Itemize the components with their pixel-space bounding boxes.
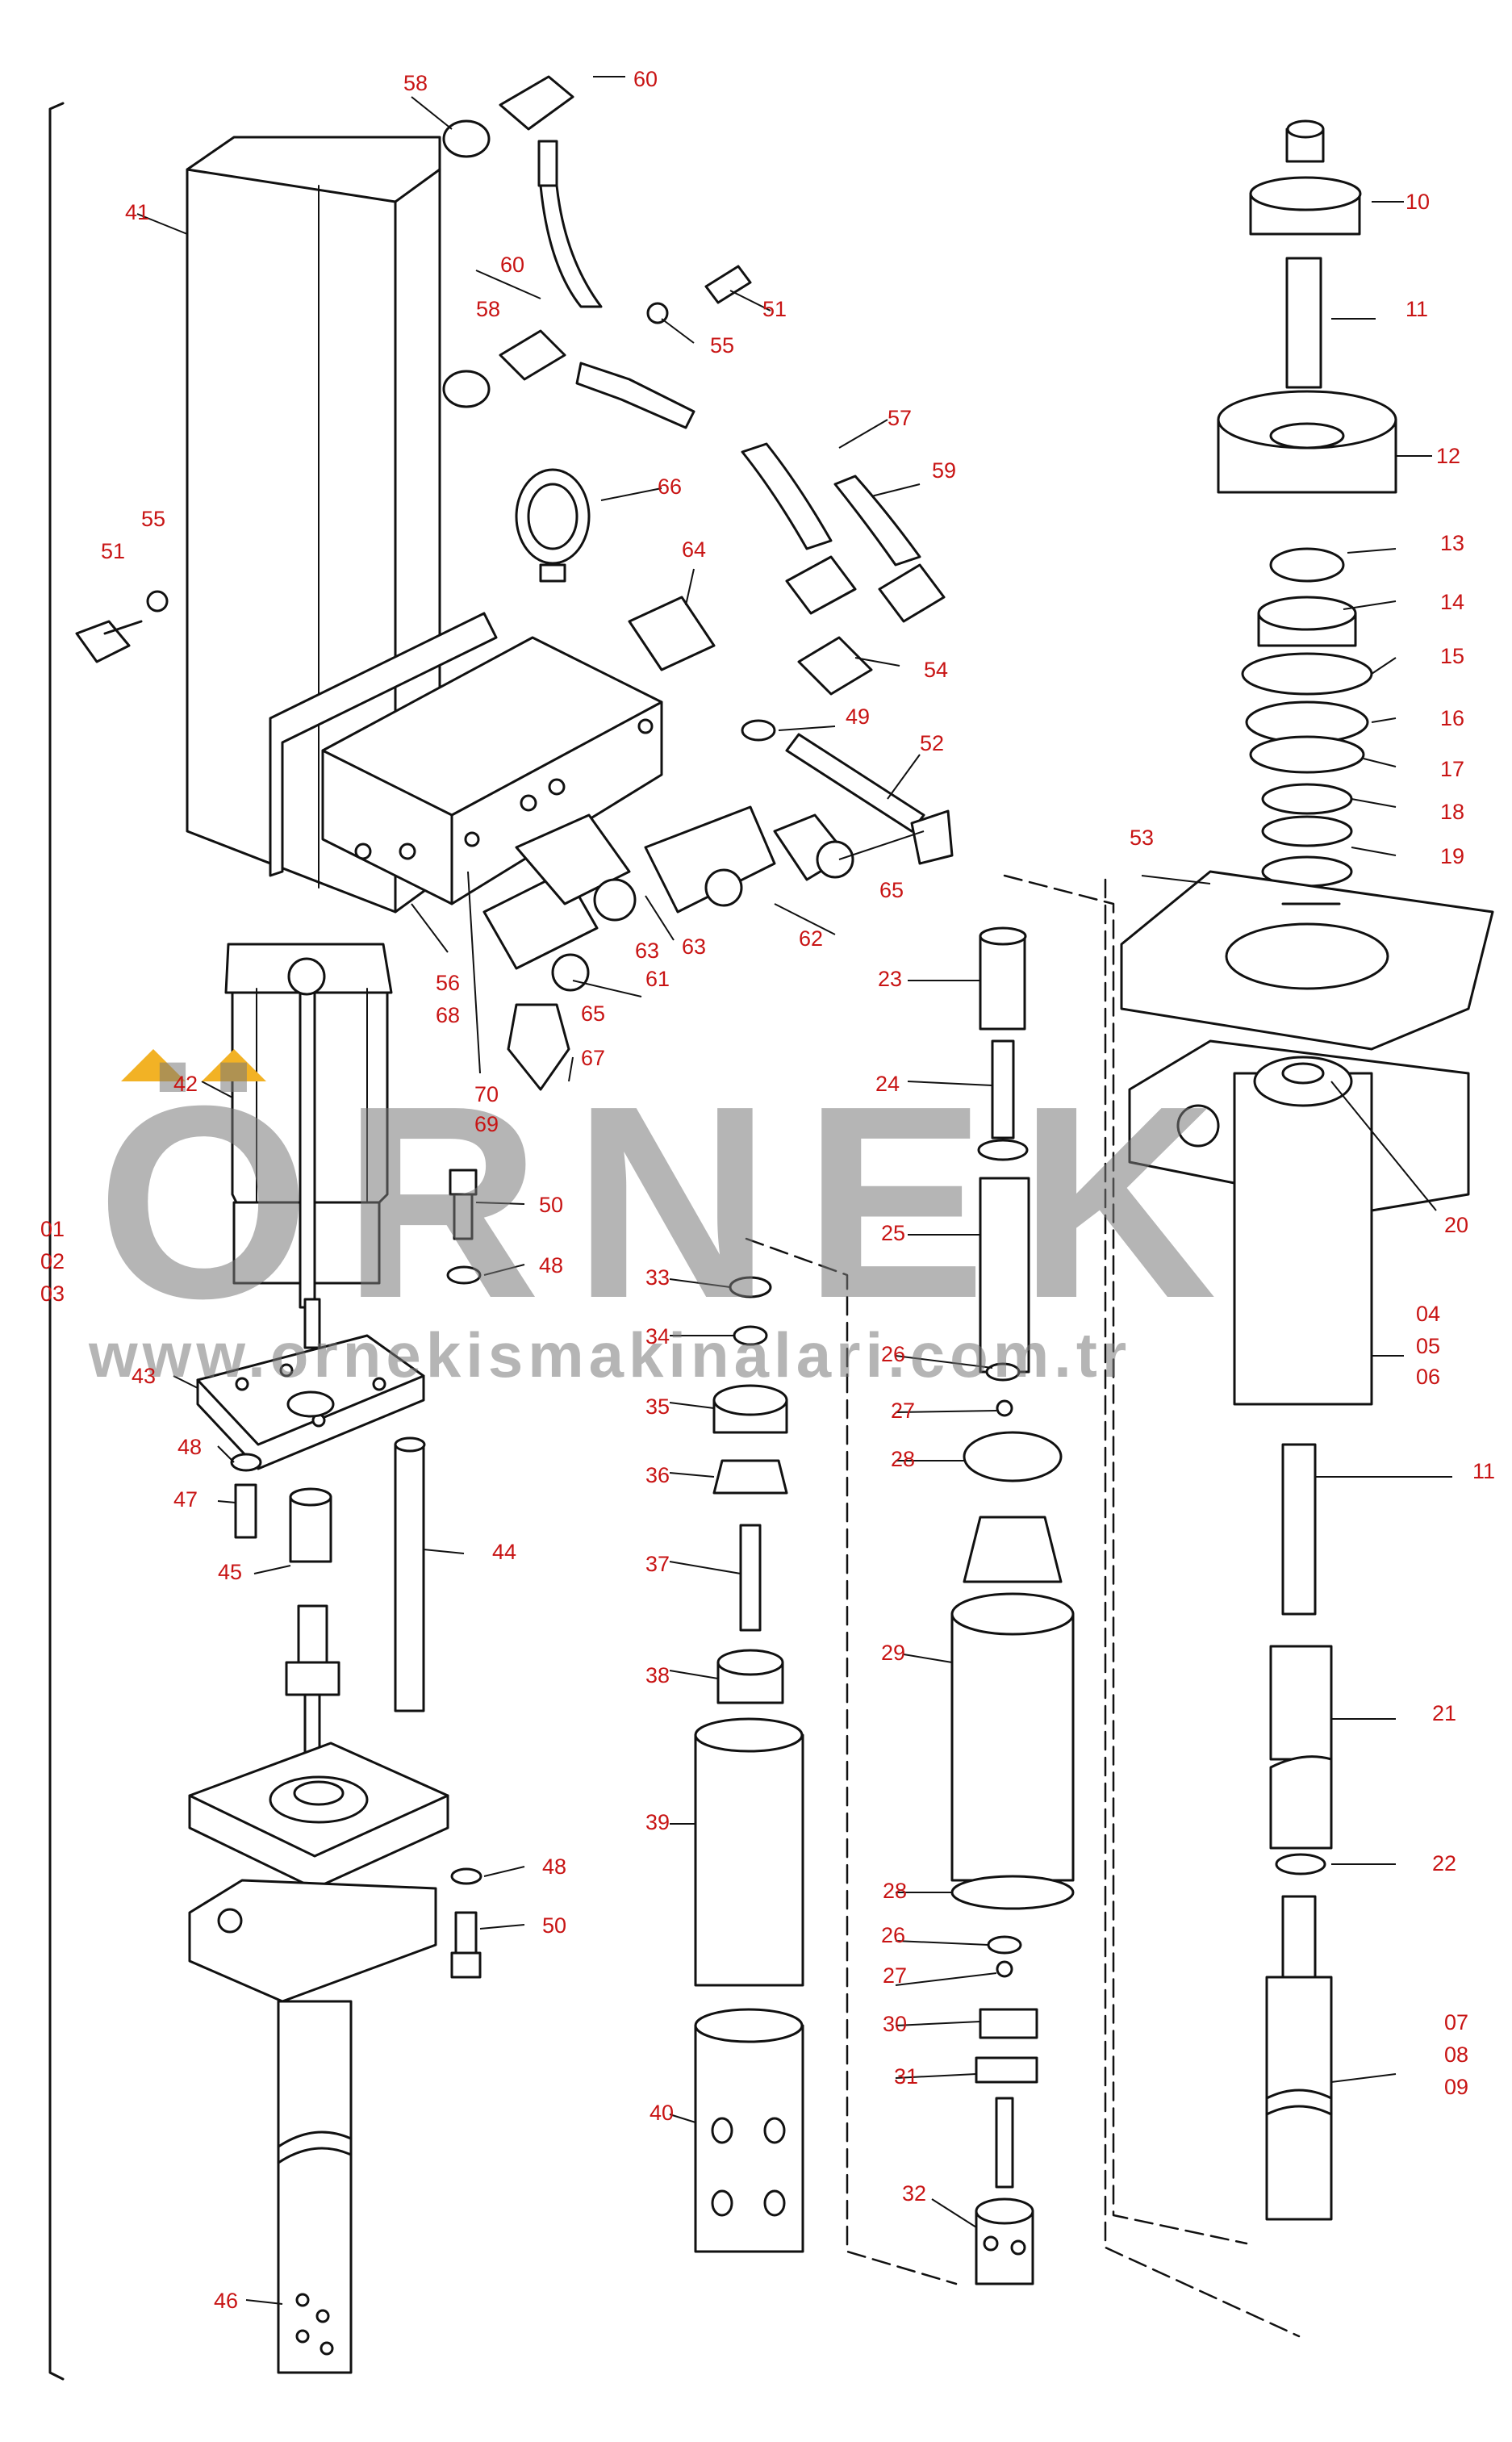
part-label: 65 — [879, 878, 904, 902]
part-label: 37 — [645, 1552, 670, 1576]
part-label: 09 — [1444, 2075, 1469, 2099]
part-label: 06 — [1416, 1365, 1441, 1389]
part-label: 26 — [881, 1342, 906, 1366]
part-label: 55 — [141, 507, 166, 531]
part-label: 39 — [645, 1810, 670, 1834]
part-label: 44 — [492, 1540, 517, 1564]
part-label: 15 — [1440, 644, 1465, 668]
part-label: 50 — [539, 1193, 564, 1217]
part-label: 28 — [891, 1447, 916, 1471]
part-label: 48 — [539, 1253, 564, 1277]
part-label: 51 — [762, 297, 787, 321]
part-label: 57 — [888, 406, 913, 430]
part-label: 11 — [1405, 297, 1429, 321]
part-label: 70 — [474, 1082, 499, 1106]
part-label: 14 — [1440, 590, 1465, 614]
part-label: 64 — [682, 537, 707, 562]
part-label: 30 — [883, 2012, 908, 2036]
part-label: 45 — [218, 1560, 243, 1584]
part-label: 58 — [476, 297, 501, 321]
part-label: 47 — [173, 1487, 198, 1512]
part-label: 23 — [878, 967, 903, 991]
watermark-brand: ÖRNEK — [97, 1049, 1249, 1356]
part-label: 11 — [1472, 1459, 1496, 1483]
part-label: 42 — [173, 1072, 198, 1096]
part-label: 50 — [542, 1913, 567, 1938]
part-label: 67 — [581, 1046, 606, 1070]
part-label: 29 — [881, 1641, 906, 1665]
part-label: 56 — [436, 971, 461, 995]
part-label: 35 — [645, 1395, 670, 1419]
part-label: 65 — [581, 1001, 606, 1026]
part-label: 38 — [645, 1663, 670, 1687]
part-label: 22 — [1432, 1851, 1457, 1875]
part-label: 05 — [1416, 1334, 1441, 1358]
part-label: 46 — [214, 2289, 239, 2313]
part-label: 19 — [1440, 844, 1465, 868]
part-label: 26 — [881, 1923, 906, 1947]
part-label: 53 — [1130, 826, 1155, 850]
part-label: 34 — [645, 1324, 670, 1349]
part-label: 27 — [891, 1399, 916, 1423]
part-label: 31 — [894, 2064, 919, 2089]
part-label: 04 — [1416, 1302, 1441, 1326]
part-label: 18 — [1440, 800, 1465, 824]
part-label: 68 — [436, 1003, 461, 1027]
part-label: 13 — [1440, 531, 1465, 555]
part-label: 25 — [881, 1221, 906, 1245]
part-label: 28 — [883, 1879, 908, 1903]
part-label: 01 — [40, 1217, 65, 1241]
watermark-url: www.ornekismakinalari.com.tr — [89, 1319, 1132, 1390]
part-label: 48 — [542, 1854, 567, 1879]
part-label: 58 — [403, 71, 428, 95]
part-label: 48 — [178, 1435, 203, 1459]
part-label: 12 — [1436, 444, 1461, 468]
part-label: 54 — [924, 658, 949, 682]
part-label: 20 — [1444, 1213, 1469, 1237]
part-label: 16 — [1440, 706, 1465, 730]
part-label: 27 — [883, 1963, 908, 1988]
part-label: 32 — [902, 2181, 927, 2206]
part-label: 59 — [932, 458, 957, 483]
part-label: 02 — [40, 1249, 65, 1273]
part-label: 52 — [920, 731, 945, 755]
part-label: 63 — [635, 939, 660, 963]
part-label: 69 — [474, 1112, 499, 1136]
part-label: 60 — [633, 67, 658, 91]
part-label: 21 — [1432, 1701, 1457, 1725]
part-label: 40 — [649, 2101, 675, 2125]
part-label: 43 — [132, 1364, 157, 1388]
part-label: 49 — [846, 705, 871, 729]
part-label: 08 — [1444, 2043, 1469, 2067]
part-label: 51 — [101, 539, 126, 563]
part-label: 63 — [682, 935, 707, 959]
watermark-accent-icon — [121, 1049, 266, 1081]
part-label: 66 — [658, 475, 683, 499]
part-label: 07 — [1444, 2010, 1469, 2034]
part-label: 36 — [645, 1463, 670, 1487]
part-label: 60 — [500, 253, 525, 277]
part-label: 03 — [40, 1282, 65, 1306]
part-label: 33 — [645, 1265, 670, 1290]
part-label: 10 — [1405, 190, 1431, 214]
part-label: 17 — [1440, 757, 1465, 781]
part-label: 41 — [125, 200, 150, 224]
part-label: 62 — [799, 926, 824, 951]
part-label: 55 — [710, 333, 735, 358]
part-label: 61 — [645, 967, 670, 991]
part-label: 24 — [875, 1072, 900, 1096]
